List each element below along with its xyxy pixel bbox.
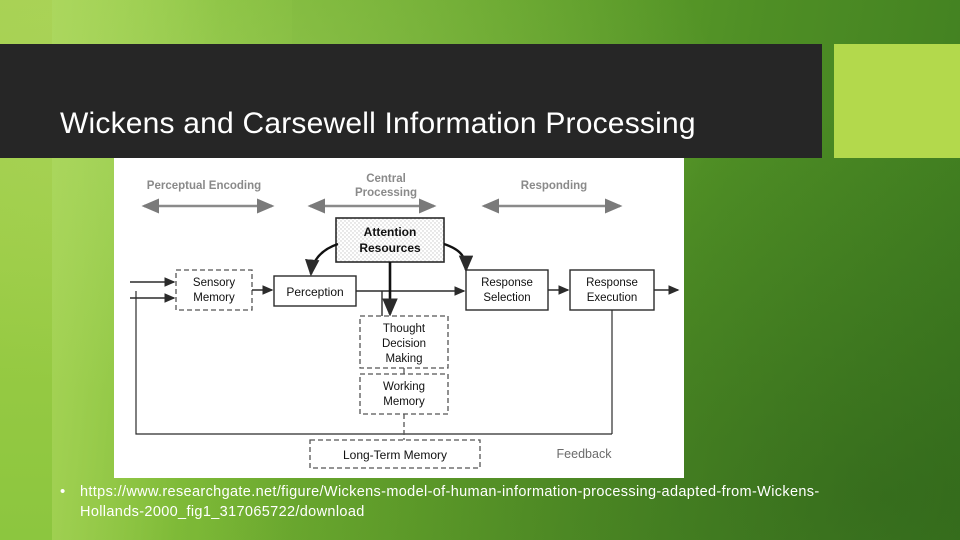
accent-block	[834, 44, 960, 158]
svg-text:Central: Central	[366, 173, 406, 185]
svg-text:Response: Response	[586, 277, 638, 289]
svg-text:Resources: Resources	[359, 241, 421, 255]
svg-text:Perceptual Encoding: Perceptual Encoding	[147, 180, 261, 192]
figure-image: Perceptual Encoding Central Processing R…	[114, 158, 684, 478]
svg-text:Responding: Responding	[521, 180, 587, 192]
source-link-row: • https://www.researchgate.net/figure/Wi…	[58, 482, 848, 522]
page-title: Wickens and Carsewell Information Proces…	[60, 107, 696, 140]
svg-text:Thought: Thought	[383, 323, 426, 335]
svg-text:Feedback: Feedback	[557, 447, 613, 461]
svg-text:Decision: Decision	[382, 338, 426, 350]
svg-text:Working: Working	[383, 381, 425, 393]
svg-text:Response: Response	[481, 277, 533, 289]
svg-text:Long-Term Memory: Long-Term Memory	[343, 448, 447, 462]
svg-text:Processing: Processing	[355, 187, 417, 199]
svg-text:Memory: Memory	[193, 292, 235, 304]
source-link-text[interactable]: https://www.researchgate.net/figure/Wick…	[80, 484, 820, 520]
svg-text:Perception: Perception	[286, 285, 343, 299]
figure-container: Perceptual Encoding Central Processing R…	[114, 158, 684, 478]
title-bar: Wickens and Carsewell Information Proces…	[0, 44, 822, 158]
svg-text:Memory: Memory	[383, 396, 425, 408]
svg-text:Attention: Attention	[364, 225, 417, 239]
svg-text:Making: Making	[385, 353, 422, 365]
svg-text:Sensory: Sensory	[193, 277, 235, 289]
bullet-marker: •	[60, 483, 66, 500]
svg-text:Execution: Execution	[587, 292, 638, 304]
svg-text:Selection: Selection	[483, 292, 530, 304]
